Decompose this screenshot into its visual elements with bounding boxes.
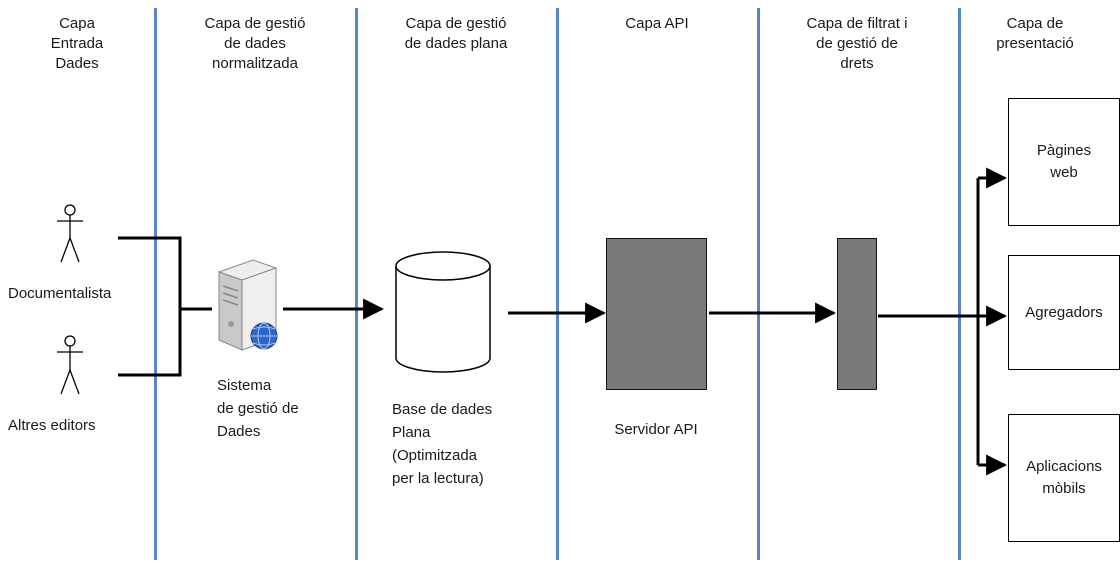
lane-separator: [154, 8, 157, 560]
connector-filter-outputs: [878, 178, 980, 465]
api-server-label: Servidor API: [614, 421, 698, 438]
output-pagines-web: Pàgines web: [1008, 98, 1120, 226]
output-agregadors: Agregadors: [1008, 255, 1120, 370]
lane-title-filter: Capa de filtrat i de gestió de drets: [806, 15, 908, 72]
actor-documentalista-label: Documentalista: [8, 285, 112, 302]
actor-documentalista-icon: [57, 204, 83, 263]
database-label: Base de dades Plana (Optimitzada per la …: [392, 401, 493, 487]
output-aplicacions-mobils: Aplicacions mòbils: [1008, 414, 1120, 542]
lane-title-input: Capa Entrada Dades: [50, 15, 104, 72]
lane-separator: [355, 8, 358, 560]
lane-title-flat: Capa de gestió de dades plana: [404, 15, 508, 52]
lane-title-api: Capa API: [625, 15, 689, 32]
lane-separator: [757, 8, 760, 560]
server-icon: [217, 259, 278, 351]
actor-altres-editors-label: Altres editors: [8, 417, 96, 434]
lane-separator: [958, 8, 961, 560]
api-server-box: [606, 238, 707, 390]
actor-altres-editors-icon: [57, 335, 83, 395]
connector-actors: [118, 236, 212, 377]
server-label: Sistema de gestió de Dades: [217, 377, 299, 440]
filter-box: [837, 238, 877, 390]
lane-title-presentation: Capa de presentació: [996, 15, 1074, 52]
lane-title-normalized: Capa de gestió de dades normalitzada: [204, 15, 306, 72]
database-icon: [395, 251, 491, 373]
lane-separator: [556, 8, 559, 560]
